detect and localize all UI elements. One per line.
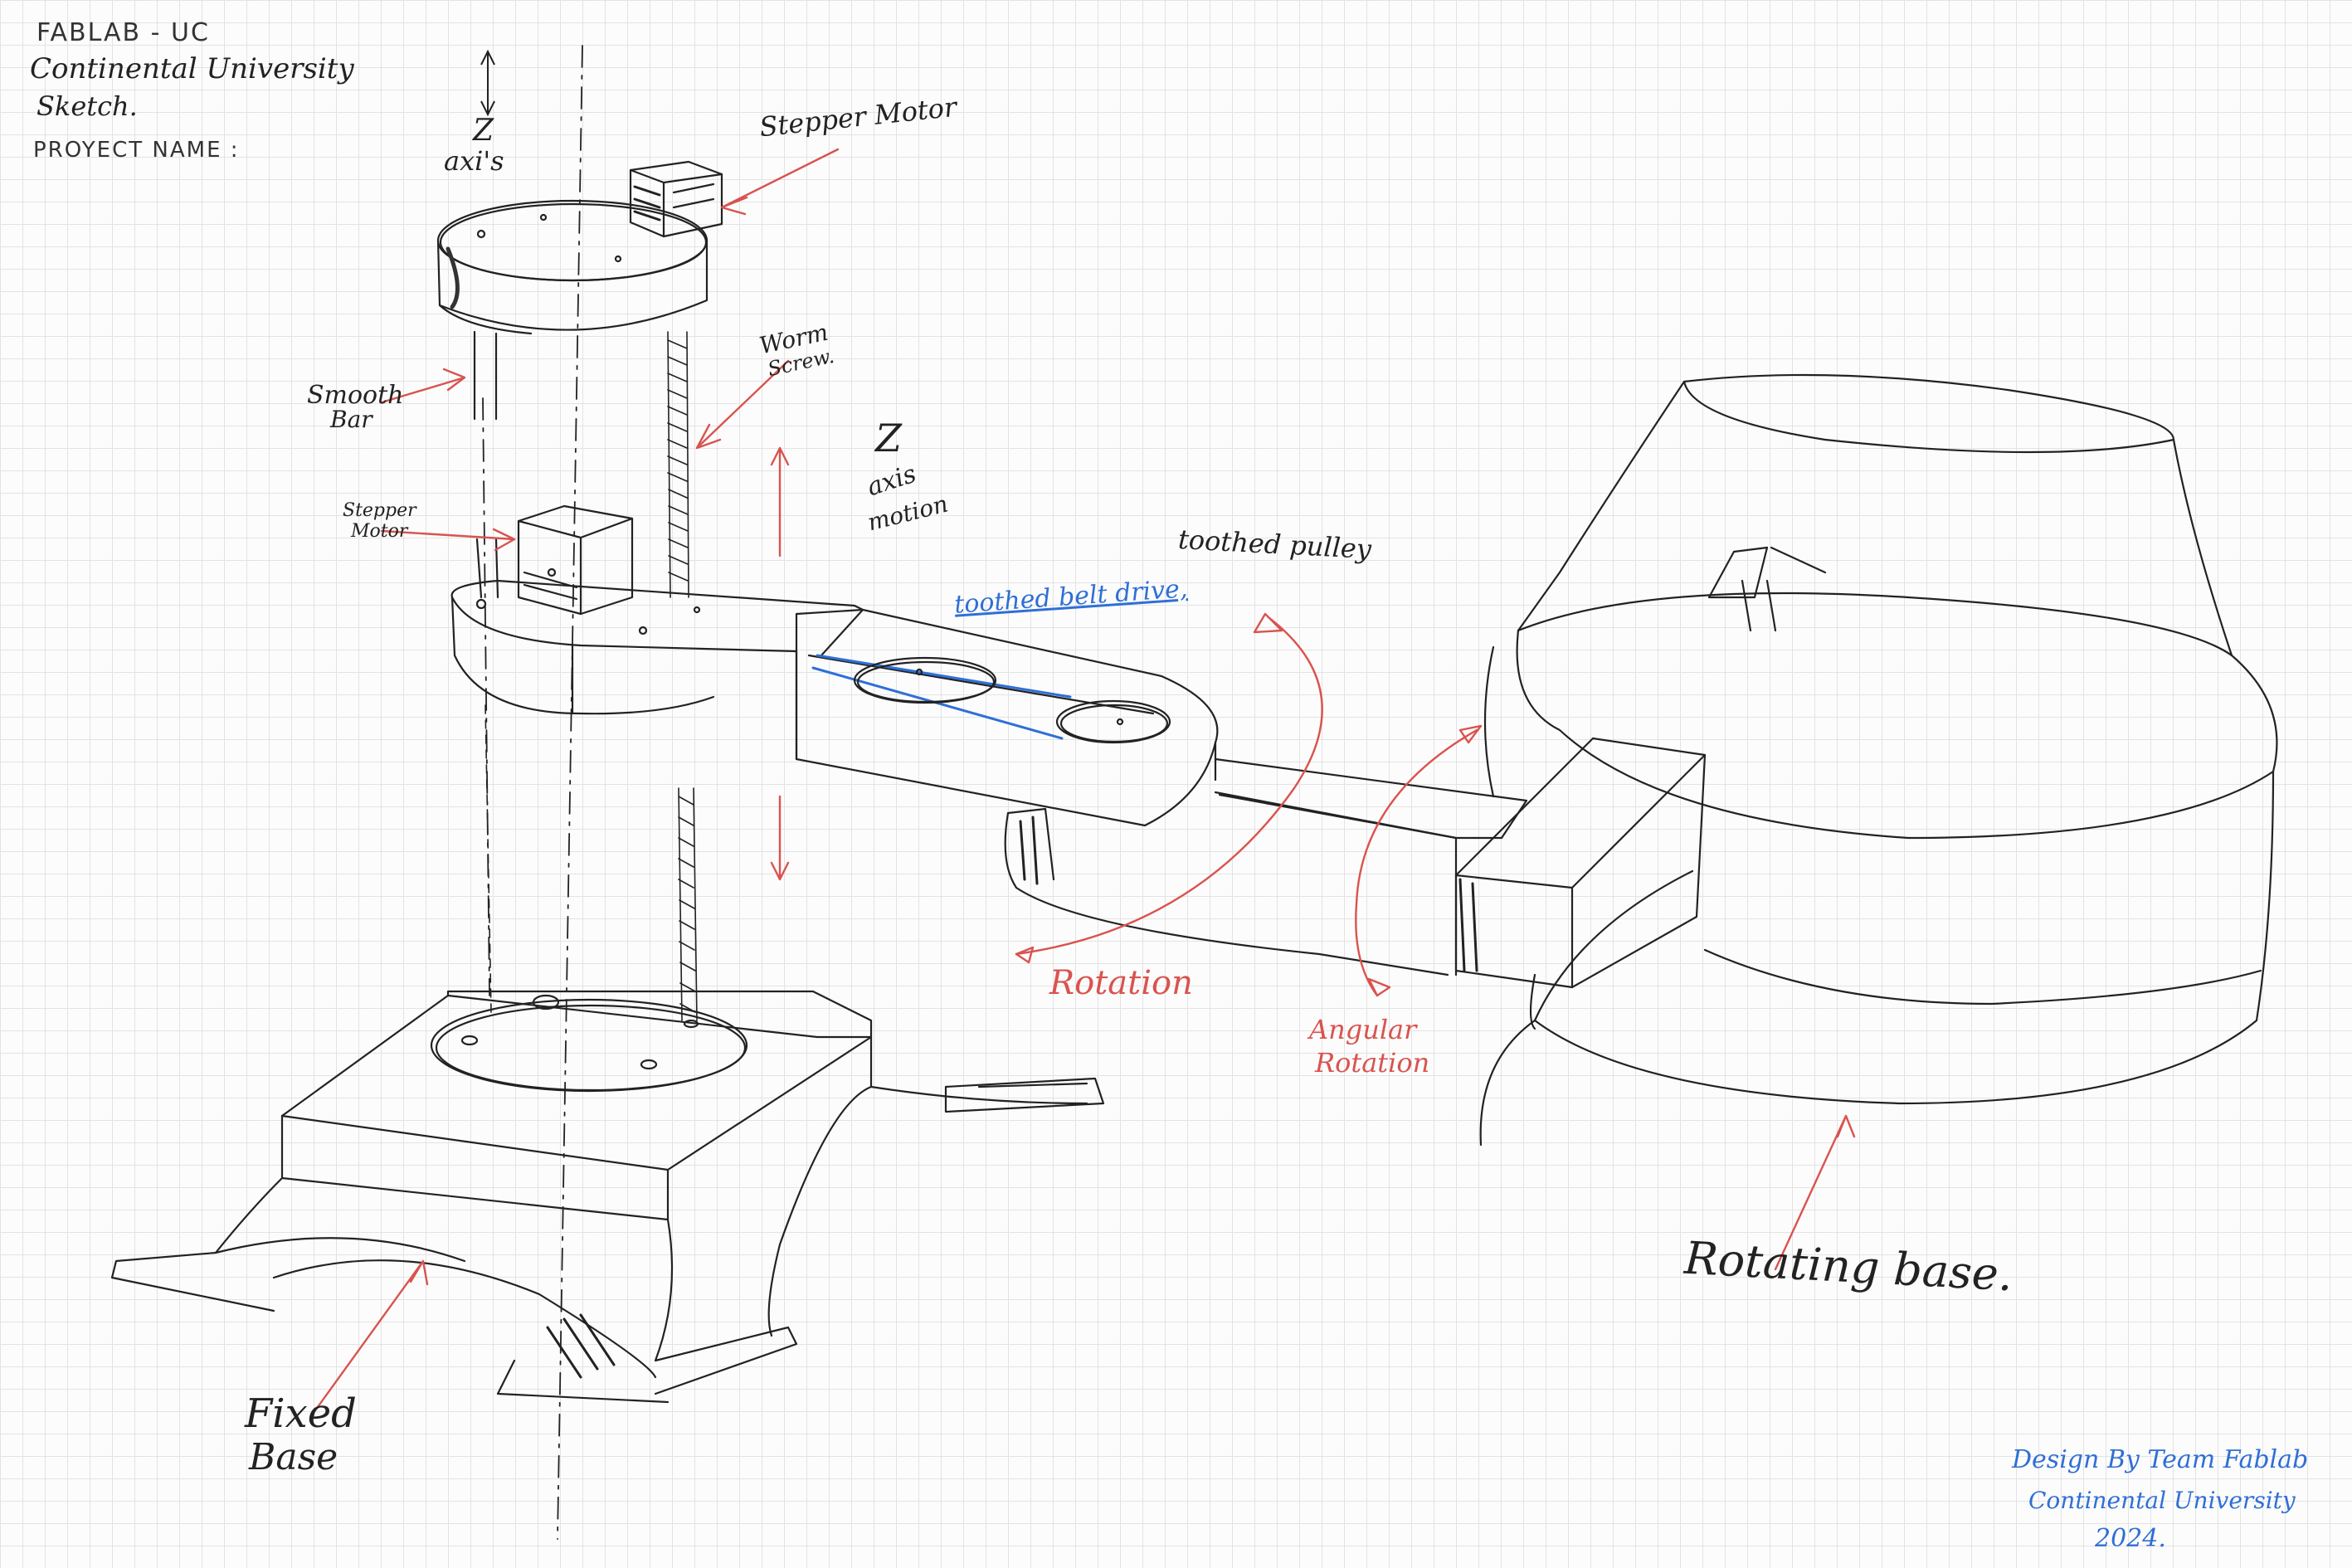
header-line-1: FABLAB - UC xyxy=(37,18,210,47)
lower-arm xyxy=(1004,757,1528,976)
z-axis-label: Z xyxy=(473,114,494,148)
angular-rotation-label-1: Angular xyxy=(1309,1014,1417,1045)
fixed-base xyxy=(110,990,1105,1404)
worm-screw xyxy=(485,331,698,1021)
pulley-2 xyxy=(1055,699,1171,744)
upper-arm xyxy=(795,608,1219,827)
stepper-motor-mid-label-2: Motor xyxy=(351,521,408,542)
smooth-bar xyxy=(473,330,499,599)
arm-hub xyxy=(450,579,864,715)
header-line-2: Continental University xyxy=(30,52,354,85)
toothed-belt xyxy=(811,654,1072,740)
header-line-3: Sketch. xyxy=(37,90,138,122)
vertical-axis-line xyxy=(482,45,583,1540)
rotating-base xyxy=(1479,373,2278,1147)
z-axis-arrow xyxy=(480,49,495,117)
end-effector-block xyxy=(1454,737,1707,989)
middle-stepper-motor xyxy=(517,504,634,616)
signature-line-2: Continental University xyxy=(2028,1487,2296,1514)
smooth-bar-label-2: Bar xyxy=(330,406,373,433)
top-plate xyxy=(436,199,709,335)
angular-rotation-label-2: Rotation xyxy=(1315,1047,1430,1079)
project-name-label: PROYECT NAME : xyxy=(33,138,240,163)
stepper-motor-mid-label-1: Stepper xyxy=(343,500,416,521)
signature-line-3: 2024. xyxy=(2095,1524,2166,1553)
top-stepper-motor xyxy=(629,160,723,238)
annotation-arrows xyxy=(314,148,1856,1412)
smooth-bar-label-1: Smooth xyxy=(307,381,404,410)
pulley-1 xyxy=(853,656,997,704)
fixed-base-label-2: Base xyxy=(249,1436,338,1478)
z-axis-word-label: axi's xyxy=(444,145,504,177)
signature-line-1: Design By Team Fablab xyxy=(2012,1445,2309,1474)
rotation-label: Rotation xyxy=(1049,964,1193,1002)
z-axis-motion-label-1: Z xyxy=(875,416,902,460)
fixed-base-label-1: Fixed xyxy=(245,1390,357,1437)
